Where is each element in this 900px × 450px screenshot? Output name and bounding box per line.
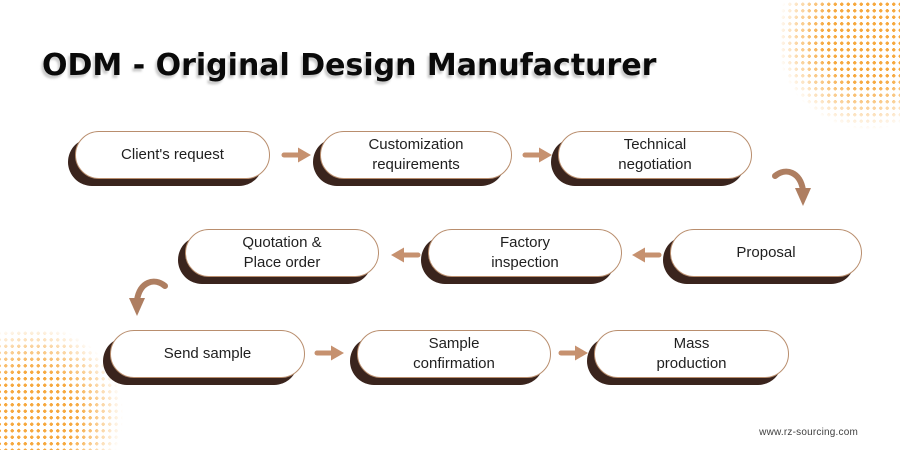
- flow-node-sample-confirmation: Sample confirmation: [357, 330, 551, 378]
- arrow-right-icon: [522, 147, 552, 163]
- flow-node-send-sample: Send sample: [110, 330, 305, 378]
- arrow-right-icon: [281, 147, 311, 163]
- node-label: Mass production: [656, 335, 727, 372]
- flow-node-customization-requirements: Customization requirements: [320, 131, 512, 179]
- node-label: Proposal: [736, 244, 796, 261]
- curved-arrow-down-icon: [129, 278, 168, 316]
- node-label: Sample confirmation: [413, 335, 495, 372]
- arrow-right-icon: [314, 345, 344, 361]
- node-label: Factory inspection: [491, 234, 559, 271]
- website-url: www.rz-sourcing.com: [759, 427, 858, 438]
- node-label: Technical negotiation: [618, 136, 692, 173]
- flow-node-proposal: Proposal: [670, 229, 862, 277]
- arrow-left-icon: [632, 247, 662, 263]
- page-title: ODM - Original Design Manufacturer: [42, 48, 657, 83]
- node-label: Send sample: [163, 345, 252, 362]
- curved-arrow-down-icon: [772, 168, 811, 206]
- flow-node-technical-negotiation: Technical negotiation: [558, 131, 752, 179]
- node-label: Quotation & Place order: [242, 234, 322, 271]
- node-label: Client's request: [121, 146, 224, 163]
- arrow-left-icon: [391, 247, 421, 263]
- halftone-dots-bottom-left: [0, 330, 130, 450]
- node-label: Customization requirements: [368, 136, 464, 173]
- flow-node-quotation-place-order: Quotation & Place order: [185, 229, 379, 277]
- arrow-right-icon: [558, 345, 588, 361]
- flow-node-clients-request: Client's request: [75, 131, 270, 179]
- flow-node-factory-inspection: Factory inspection: [428, 229, 622, 277]
- halftone-dots-top-right: [780, 0, 900, 135]
- flow-node-mass-production: Mass production: [594, 330, 789, 378]
